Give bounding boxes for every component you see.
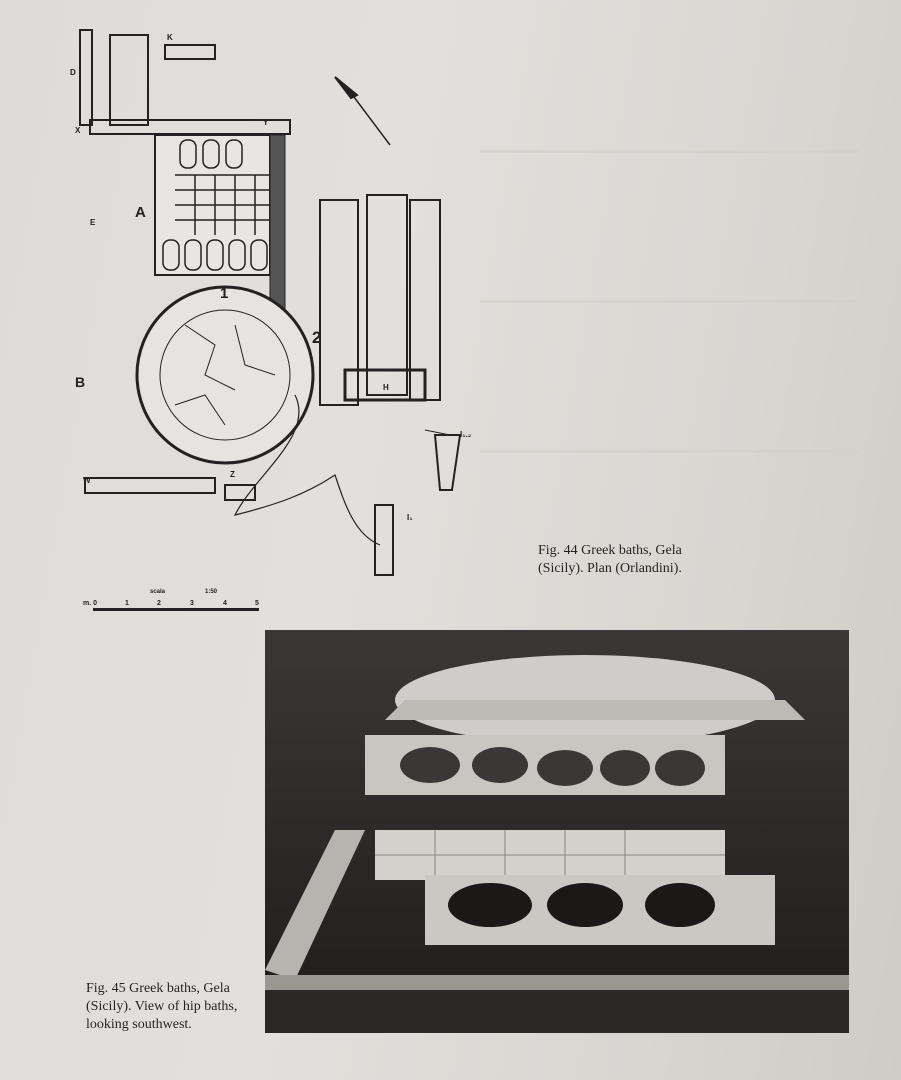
label-i1: I₁ — [407, 513, 413, 522]
caption-line: Fig. 44 Greek baths, Gela — [538, 543, 682, 558]
label-d: D — [70, 68, 76, 77]
wall — [319, 199, 359, 406]
figure-45-photo — [265, 630, 849, 1033]
scale-unit: m. 0 — [83, 600, 97, 607]
label-z: Z — [230, 470, 235, 479]
label-room-1: 1 — [220, 285, 228, 302]
wall — [79, 29, 93, 126]
circular-room-B — [135, 285, 315, 465]
wall — [109, 34, 149, 126]
label-k: K — [167, 33, 173, 42]
figure-44-plan: A B 1 2 X Y D K E W Z H I₁.₂ I₁ scala 1:… — [70, 29, 472, 611]
caption-line: Fig. 45 Greek baths, Gela — [86, 981, 230, 996]
scale-title: scala — [150, 589, 166, 595]
figure-44-caption: Fig. 44 Greek baths, Gela (Sicily). Plan… — [538, 542, 682, 578]
scale-ratio: 1:50 — [205, 589, 218, 595]
wall — [164, 44, 216, 60]
label-e: E — [90, 218, 96, 227]
scale-tick: 2 — [157, 600, 161, 607]
basin — [433, 434, 462, 491]
caption-line: (Sicily). View of hip baths, — [86, 999, 238, 1014]
label-room-B: B — [75, 374, 85, 390]
label-x: X — [75, 126, 81, 135]
show-through-text — [480, 300, 860, 303]
label-room-A: A — [135, 204, 146, 221]
label-y: Y — [263, 118, 269, 127]
scale-tick: 3 — [190, 600, 194, 607]
scale-tick: 1 — [125, 600, 129, 607]
room-H — [343, 368, 427, 402]
caption-line: looking southwest. — [86, 1017, 192, 1032]
label-h: H — [383, 383, 389, 392]
label-i2: I₁.₂ — [460, 430, 472, 439]
scale-tick: 5 — [255, 600, 259, 607]
wall — [374, 504, 394, 576]
scale-bar: scala 1:50 m. 0 1 2 3 4 5 — [83, 589, 259, 611]
wall — [89, 119, 291, 135]
label-w: W — [83, 476, 91, 485]
figure-45-caption: Fig. 45 Greek baths, Gela (Sicily). View… — [86, 980, 237, 1034]
label-room-2: 2 — [312, 328, 321, 347]
show-through-text — [480, 450, 860, 453]
scale-tick: 4 — [223, 600, 227, 607]
show-through-text — [480, 150, 860, 153]
wall — [366, 194, 408, 396]
caption-line: (Sicily). Plan (Orlandini). — [538, 561, 682, 576]
